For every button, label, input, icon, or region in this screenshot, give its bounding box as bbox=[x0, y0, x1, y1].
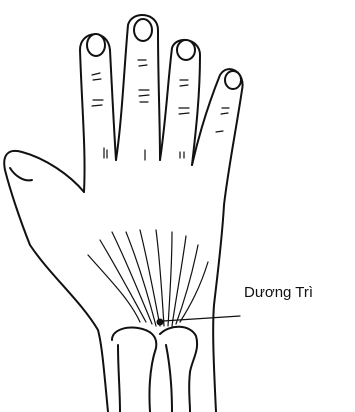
hand-outline bbox=[4, 15, 242, 412]
tendon-lines bbox=[88, 230, 208, 326]
wrist-bones bbox=[112, 327, 197, 412]
index-finger bbox=[80, 34, 116, 192]
leader-line bbox=[163, 316, 240, 321]
thumb-outline bbox=[4, 151, 84, 245]
palm-right-edge bbox=[213, 205, 224, 412]
acupoint-label: Dương Trì bbox=[244, 284, 313, 301]
palm-left-edge bbox=[30, 245, 108, 412]
ulna-bone bbox=[160, 327, 197, 412]
